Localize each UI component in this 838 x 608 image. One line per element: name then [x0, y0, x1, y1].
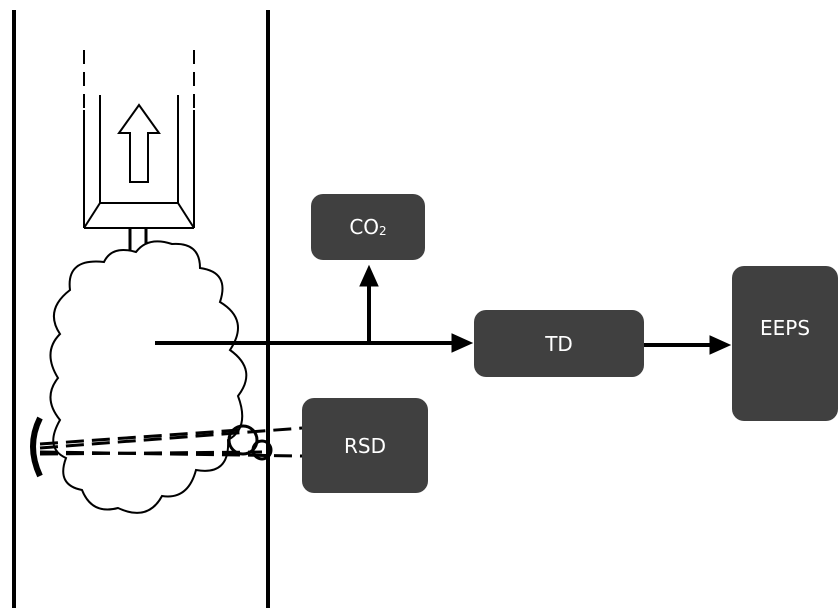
td-box: TD [474, 310, 644, 377]
flow-arrow-icon [155, 264, 732, 355]
exhaust-plume-icon [49, 240, 248, 514]
up-arrow-icon [117, 103, 161, 183]
co2-label: CO [349, 215, 380, 239]
eeps-label: EEPS [759, 316, 811, 340]
rsd-box: RSD [302, 398, 428, 493]
rsd-optics-icon [227, 424, 273, 461]
rsd-label: RSD [344, 433, 386, 458]
rsd-beam-icon [39, 426, 303, 458]
td-label: TD [545, 331, 573, 356]
eeps-box: EEPS [732, 266, 838, 421]
mirror-icon [30, 416, 43, 478]
co2-subscript: 2 [379, 224, 387, 238]
